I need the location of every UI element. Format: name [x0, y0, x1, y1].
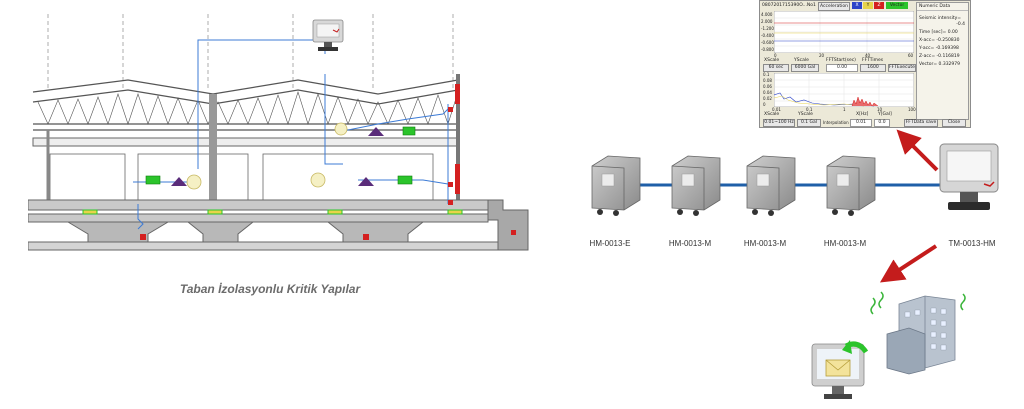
computer-monitor-icon	[939, 143, 999, 210]
xscale-select[interactable]: 60 sec	[763, 64, 789, 72]
building-icon	[870, 291, 966, 375]
acceleration-button[interactable]: Acceleration	[818, 2, 850, 11]
xscale-bottom-label: XScale	[764, 112, 780, 117]
channel-x-button[interactable]: X	[852, 2, 862, 9]
fft-data-save-button[interactable]: FFTData save	[904, 119, 938, 127]
acceleration-waveform-plot	[774, 11, 914, 53]
seismic-sensor-icon	[746, 155, 796, 216]
waveform-y-ticks: 4.000 2.000 -1.200 -0.400 -0.600 -0.800	[761, 12, 774, 52]
computer-monitor-icon	[312, 19, 344, 51]
vector-value: Vector= 0.332979	[919, 62, 961, 67]
foundation	[28, 199, 529, 251]
seismic-intensity-value: -0.4	[956, 22, 965, 27]
channel-y-button[interactable]: Y	[863, 2, 873, 9]
yscale-bottom-select[interactable]: 0.1 Gal	[797, 119, 821, 127]
damper-purple-triangles	[171, 127, 384, 186]
device-label-1: HM-0013-E	[589, 239, 631, 248]
channel-z-button[interactable]: Z	[874, 2, 884, 9]
roof-truss	[32, 79, 459, 131]
seismic-intensity-label: Seismic intensity=	[919, 16, 962, 21]
fft-start-input[interactable]: 0.00	[826, 64, 858, 72]
fft-execute-button[interactable]: FFTExecute	[888, 64, 916, 72]
terminal-label: TM-0013-HM	[948, 239, 996, 248]
x-acc-value: X-acc= -0.250830	[919, 38, 960, 43]
fft-x-tick-4: 100	[908, 107, 916, 112]
hz-label: X[Hz]	[856, 112, 869, 117]
seismic-sensor-icon	[671, 155, 721, 216]
close-button[interactable]: Close	[942, 119, 966, 127]
xscale-bottom-select[interactable]: 0.01~100 Hz	[763, 119, 795, 127]
waveform-x-tick-1: 20	[819, 53, 825, 58]
window-title: 0807201715390O...No1	[762, 3, 816, 8]
fft-times-select[interactable]: 1600	[860, 64, 886, 72]
isolator-green-boxes	[145, 126, 416, 185]
yscale-label: YScale	[794, 58, 809, 63]
waveform-x-tick-2: 40	[865, 53, 871, 58]
device-label-3: HM-0013-M	[743, 239, 787, 248]
fft-x-tick-1: 0.1	[806, 107, 813, 112]
numeric-data-panel: Numeric Data Seismic intensity= -0.4 Tim…	[916, 2, 969, 120]
accelerometer-circles	[186, 122, 348, 190]
time-value: Time [sec]= 0.00	[919, 30, 958, 35]
y-acc-value: Y-acc= -0.169398	[919, 46, 959, 51]
monitoring-software-window: 0807201715390O...No1 Acceleration X Y Z …	[759, 0, 971, 128]
isolated-structure-section-drawing	[28, 14, 529, 251]
gal-label: Y[Gal]	[878, 112, 892, 117]
gal-input[interactable]: 0.0	[874, 119, 890, 127]
xscale-label: XScale	[764, 58, 780, 63]
fft-times-label: FFTTimes	[862, 58, 884, 63]
fft-y-ticks: 0.1 0.08 0.06 0.04 0.02 0	[763, 72, 772, 107]
z-acc-value: Z-acc= -0.116819	[919, 54, 960, 59]
fft-x-tick-3: 10	[877, 107, 883, 112]
sensor-network-diagram	[591, 129, 999, 399]
yscale-bottom-label: YScale	[798, 112, 813, 117]
arrow-to-software-icon	[896, 129, 939, 172]
channel-vector-button[interactable]: Vector	[886, 2, 908, 9]
numeric-tab[interactable]: Numeric Data	[917, 3, 968, 11]
hz-input[interactable]: 0.01	[850, 119, 872, 127]
email-icon	[811, 340, 869, 399]
fft-x-tick-0: 0.01	[772, 107, 781, 112]
device-label-2: HM-0013-M	[668, 239, 712, 248]
waveform-x-tick-0: 0	[774, 53, 777, 58]
fft-spectrum-plot	[774, 73, 914, 107]
arrow-to-building-icon	[879, 244, 938, 283]
device-label-4: HM-0013-M	[823, 239, 867, 248]
fft-x-tick-2: 1	[843, 107, 846, 112]
waveform-x-tick-3: 60	[908, 53, 914, 58]
fft-start-label: FFTStart(sec)	[826, 58, 856, 63]
seismic-sensor-icon	[826, 155, 876, 216]
figure-caption: Taban İzolasyonlu Kritik Yapılar	[179, 282, 361, 296]
seismic-sensor-icon	[591, 155, 641, 216]
interpolation-label: Interpolation	[823, 120, 849, 125]
yscale-select[interactable]: 6000 Gal	[791, 64, 819, 72]
